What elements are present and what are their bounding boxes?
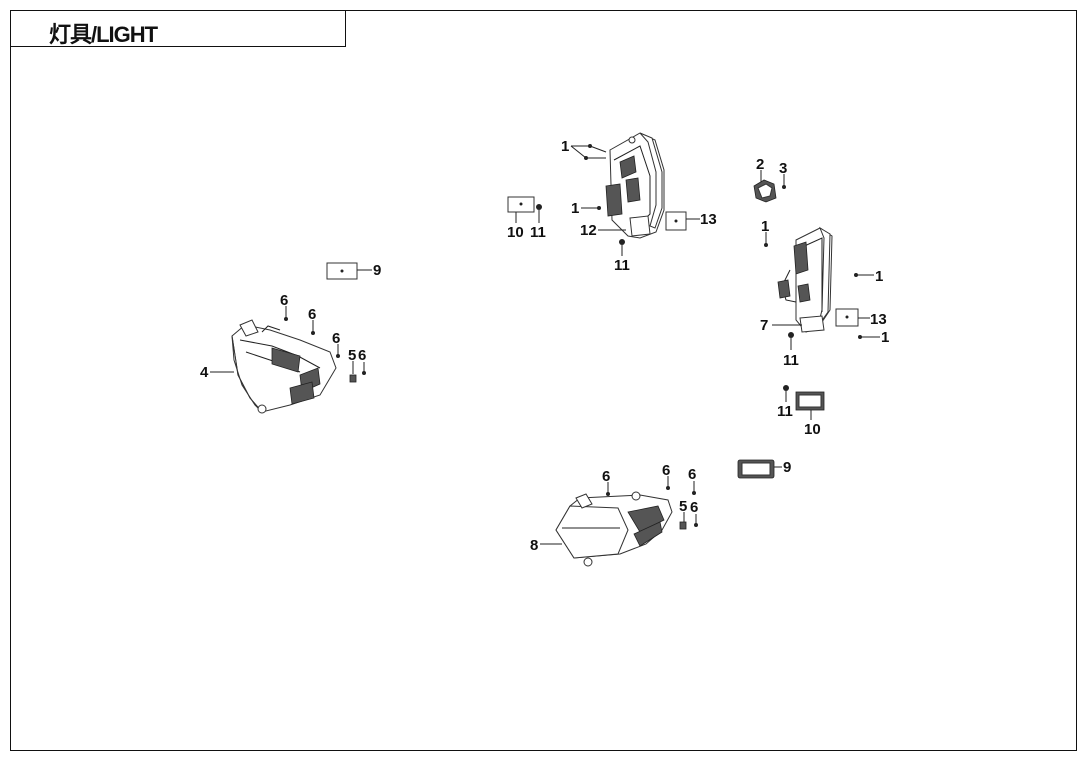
callout-1: 1 bbox=[561, 138, 569, 155]
center-lower-headlight-callouts: 8 6 6 6 5 6 9 bbox=[530, 459, 791, 554]
callout-1: 1 bbox=[875, 268, 883, 285]
left-headlight-assembly bbox=[231, 319, 357, 414]
callout-9: 9 bbox=[783, 459, 791, 476]
callout-6: 6 bbox=[308, 306, 316, 323]
callout-2: 2 bbox=[756, 156, 764, 173]
left-headlight-callouts: 4 6 6 6 5 6 9 bbox=[200, 262, 381, 381]
callout-8: 8 bbox=[530, 537, 538, 554]
callout-6: 6 bbox=[688, 466, 696, 483]
callout-9: 9 bbox=[373, 262, 381, 279]
bulb-socket-assembly: 2 3 bbox=[753, 156, 787, 203]
callout-11: 11 bbox=[614, 257, 630, 274]
callout-1: 1 bbox=[761, 218, 769, 235]
center-lower-headlight-assembly bbox=[555, 491, 687, 567]
callout-12: 12 bbox=[580, 222, 597, 239]
callout-5: 5 bbox=[348, 347, 356, 364]
callout-7: 7 bbox=[760, 317, 768, 334]
center-upper-lamp-callouts: 1 1 10 11 12 11 13 bbox=[507, 138, 717, 274]
title-box: 灯具/LIGHT bbox=[10, 10, 346, 47]
callout-11: 11 bbox=[777, 403, 793, 420]
callout-6: 6 bbox=[358, 347, 366, 364]
callout-11: 11 bbox=[530, 224, 546, 241]
callout-13: 13 bbox=[700, 211, 717, 228]
callout-6: 6 bbox=[602, 468, 610, 485]
page-title: 灯具/LIGHT bbox=[49, 22, 158, 47]
callout-11: 11 bbox=[783, 352, 799, 369]
center-upper-lamp-assembly bbox=[605, 132, 665, 239]
right-side-lamp-assembly bbox=[777, 226, 833, 333]
callout-1: 1 bbox=[571, 200, 579, 217]
callout-10: 10 bbox=[507, 224, 524, 241]
callout-5: 5 bbox=[679, 498, 687, 515]
callout-3: 3 bbox=[779, 160, 787, 177]
callout-6: 6 bbox=[690, 499, 698, 516]
callout-6: 6 bbox=[280, 292, 288, 309]
callout-6: 6 bbox=[332, 330, 340, 347]
callout-4: 4 bbox=[200, 364, 209, 381]
callout-13: 13 bbox=[870, 311, 887, 328]
callout-1: 1 bbox=[881, 329, 889, 346]
callout-6: 6 bbox=[662, 462, 670, 479]
callout-10: 10 bbox=[804, 421, 821, 438]
right-side-lamp-callouts: 1 1 7 11 13 1 11 10 bbox=[760, 218, 889, 438]
drawing-frame bbox=[10, 10, 1077, 751]
